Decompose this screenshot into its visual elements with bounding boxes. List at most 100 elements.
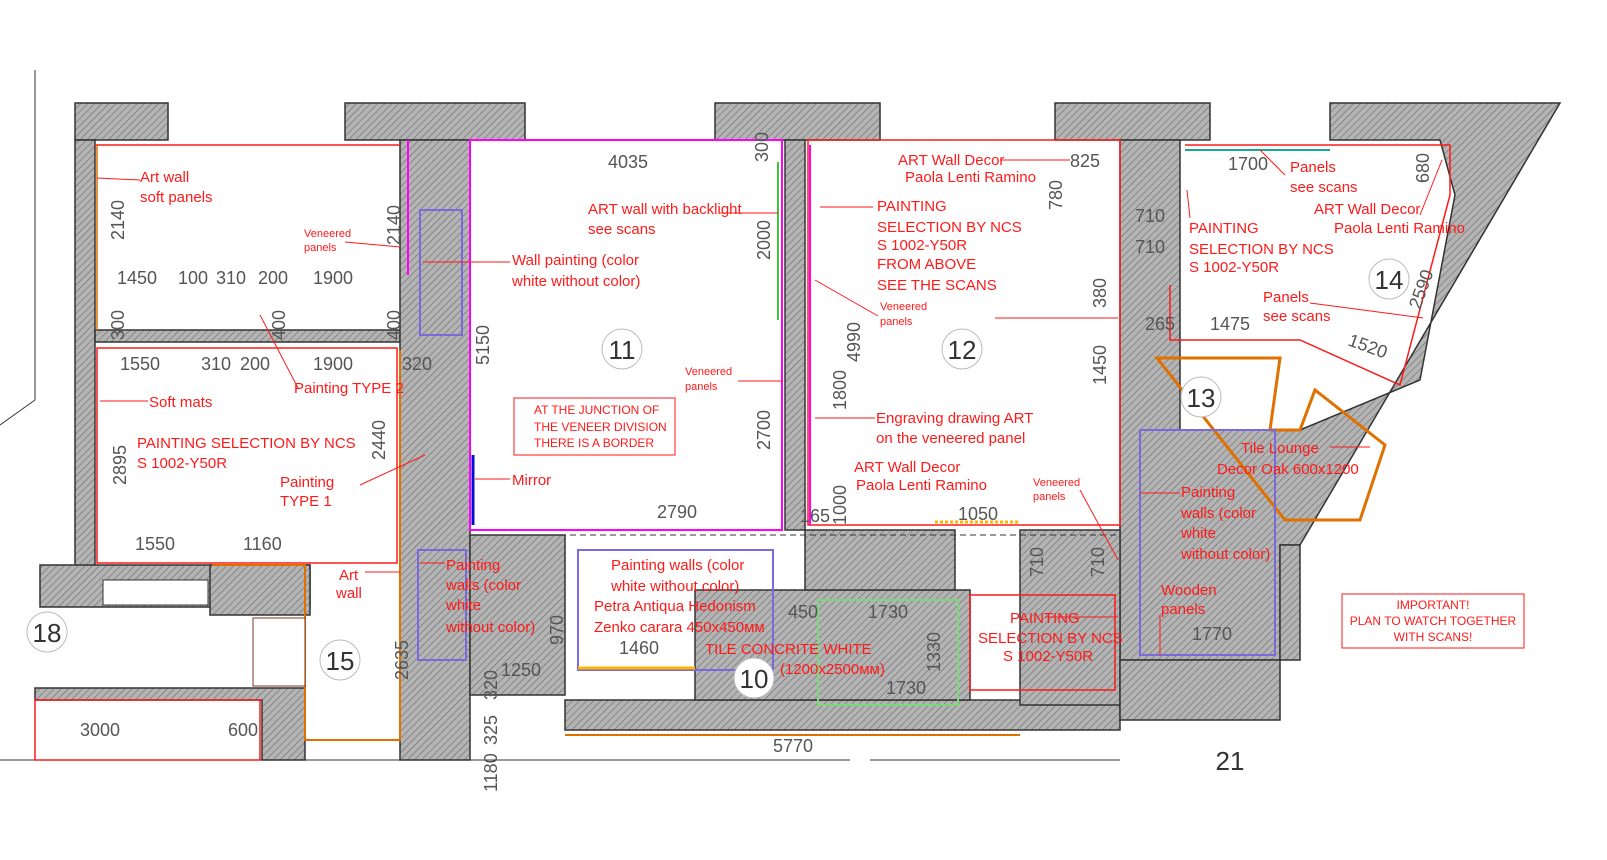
dimension: 1900 [313,268,353,288]
dimension: 2590 [1405,267,1437,311]
annotation: AT THE JUNCTION OF [534,403,659,417]
dimension: 2895 [110,445,130,485]
annotation: Wall painting (color [512,252,639,269]
dimension: 1250 [501,660,541,680]
dimension: 400 [384,310,404,340]
dimension: 4035 [608,152,648,172]
annotation: Veneered [880,301,927,313]
dimension: 1730 [886,678,926,698]
annotation: Painting TYPE 2 [294,380,404,397]
dimension: 310 [201,354,231,374]
room-number: 11 [609,335,636,365]
dimension: 1730 [868,602,908,622]
annotation: Painting walls (color [611,557,744,574]
annotation: Panels [1263,289,1309,306]
annotation: THE VENEER DIVISION [534,420,667,434]
annotation: Soft mats [149,394,212,411]
annotation: Painting [446,557,500,574]
annotation: wall [335,585,362,602]
annotation: THERE IS A BORDER [534,436,654,450]
dimension: 300 [108,310,128,340]
annotation: see scans [1263,308,1331,325]
dimension: 1180 [481,753,501,792]
annotation: Veneered [304,228,351,240]
annotation: Tile Lounge [1241,440,1319,457]
dimension: 2140 [108,200,128,240]
annotation: Art wall [140,169,189,186]
room-number: 14 [1375,265,1404,295]
dimension: 3000 [80,720,120,740]
dimension: 5770 [773,736,813,756]
annotation: S 1002-Y50R [137,455,227,472]
annotation: walls (color [445,577,521,594]
annotation: without color) [1180,546,1270,563]
finish-lines [0,70,1451,761]
dimension: 165 [800,506,830,526]
dimension: 1050 [958,504,998,524]
dimension: 265 [1145,314,1175,334]
dimension: 1900 [313,354,353,374]
annotation: SELECTION BY NCS [978,630,1123,647]
dimension: 200 [258,268,288,288]
dimension: 1450 [1090,345,1110,385]
dimension: 4990 [844,322,864,362]
annotation: TYPE 1 [280,493,332,510]
annotation: IMPORTANT! [1397,598,1470,612]
annotation: Mirror [512,472,551,489]
annotation: Panels [1290,159,1336,176]
dimension: 1520 [1346,330,1390,362]
annotation: white without color) [610,578,739,595]
dimension: 450 [788,602,818,622]
dimension: 710 [1088,547,1108,577]
dimension: 2790 [657,502,697,522]
annotation: without color) [445,619,535,636]
annotation: Engraving drawing ART [876,410,1033,427]
dimension: 1460 [619,638,659,658]
annotation: Petra Antiqua Hedonism [594,598,756,615]
room-number: 13 [1187,383,1216,413]
annotation: SELECTION BY NCS [877,219,1022,236]
dimension: 325 [481,715,501,745]
annotation: panels [1033,491,1066,503]
annotation: soft panels [140,189,213,206]
annotation: SEE THE SCANS [877,277,997,294]
dimension: 1770 [1192,624,1232,644]
annotation: PAINTING [877,198,947,215]
annotation: Paola Lenti Ramino [1334,220,1465,237]
dimension: 680 [1413,153,1433,183]
dimension: 2700 [754,410,774,450]
walls [34,102,1562,761]
annotation: see scans [588,221,656,238]
dimension: 1700 [1228,154,1268,174]
dimension: 310 [216,268,246,288]
annotation: PAINTING [1010,610,1080,627]
dimension: 300 [752,132,772,162]
annotation: ART Wall Decor [854,459,960,476]
dimension: 2140 [384,205,404,245]
dimension: 1450 [117,268,157,288]
annotation: Zenko carara 450x450мм [594,619,765,636]
dimension: 1550 [135,534,175,554]
dimension: 970 [547,615,567,645]
dimension: 1800 [830,370,850,410]
annotation: panels [1161,601,1205,618]
leader-lines [96,149,1443,655]
annotation: ART Wall Decor [898,152,1004,169]
annotation: Painting [280,474,334,491]
dimension: 1330 [924,632,944,672]
important-note-box [1341,593,1525,649]
annotation: FROM ABOVE [877,256,976,273]
annotation: panels [304,242,337,254]
annotations: Art wall soft panels Veneered panels Wal… [137,152,1525,678]
room-numbers: 11 12 13 14 15 10 18 21 [26,258,1410,776]
annotation: TILE CONCRITE WHITE [705,641,872,658]
annotation: (1200x2500мм) [780,661,885,678]
dimension: 1550 [120,354,160,374]
dimension: 1475 [1210,314,1250,334]
annotation: white [1180,525,1216,542]
dimension: 1000 [830,485,850,525]
annotation: PAINTING SELECTION BY NCS [137,435,356,452]
dimension: 320 [402,354,432,374]
annotation: white without color) [511,273,640,290]
